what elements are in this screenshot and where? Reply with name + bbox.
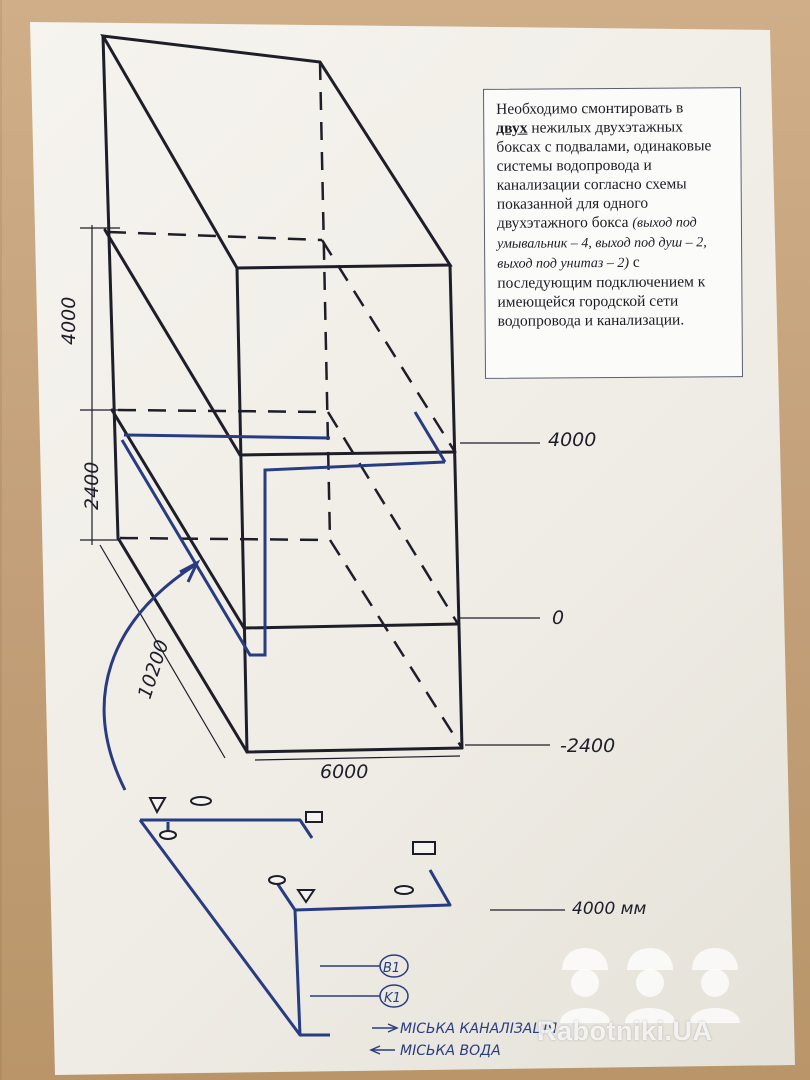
washbasin-icon <box>159 830 177 840</box>
level-zero: 0 <box>552 607 564 629</box>
washbasin-icon <box>190 796 212 806</box>
bottom-front-edge <box>245 746 464 754</box>
plumbing-scheme <box>138 818 452 1037</box>
side-floor-line-upper <box>103 228 242 457</box>
label-k1: K1 <box>384 991 401 1006</box>
worker-helmets-logo <box>560 948 740 1023</box>
watermark-text: Rabotniki.UA <box>537 1016 713 1046</box>
washbasin-icon <box>268 875 286 885</box>
level-bottom: -2400 <box>560 735 615 757</box>
dim-basement-height: 2400 <box>81 462 103 510</box>
building-box-outline <box>100 34 464 754</box>
task-description-note: Необходимо смонтировать в двух нежилых д… <box>482 87 744 379</box>
note-emphasis: двух <box>496 119 528 137</box>
blue-riser-lines <box>120 411 447 657</box>
floor-line-4000 <box>238 450 457 457</box>
washbasin-icon <box>394 885 414 895</box>
helmet-icon <box>690 948 740 1023</box>
bottom-left-edge <box>116 536 249 754</box>
dim-width: 6000 <box>320 761 368 783</box>
label-b1: B1 <box>383 961 400 976</box>
dim-depth: 10200 <box>134 637 174 701</box>
dim-floor-height: 4000 <box>58 297 80 345</box>
helmet-icon <box>625 948 675 1023</box>
hidden-edges <box>107 61 464 749</box>
shower-icon <box>148 797 167 815</box>
front-left-edge <box>235 266 249 754</box>
note-line-1: Необходимо смонтировать в <box>496 99 684 118</box>
level-top: 4000 <box>548 429 596 451</box>
toilet-icon <box>305 811 323 823</box>
fixture-symbols <box>148 796 436 904</box>
helmet-icon <box>560 948 610 1023</box>
label-city-sewer: МІСЬКА КАНАЛІЗАЦІЯ <box>400 1021 557 1037</box>
label-city-water: МІСЬКА ВОДА <box>400 1043 501 1059</box>
transfer-arrow <box>102 563 196 791</box>
level-pipe: 4000 мм <box>572 899 646 919</box>
transfer-arrow-head <box>179 559 201 583</box>
front-right-edge <box>448 263 464 750</box>
toilet-icon <box>412 841 436 855</box>
back-left-edge <box>101 34 120 540</box>
side-floor-line-lower <box>110 408 246 630</box>
floor-line-0 <box>242 622 460 630</box>
shower-icon <box>296 889 316 904</box>
dimension-lines <box>80 225 565 911</box>
